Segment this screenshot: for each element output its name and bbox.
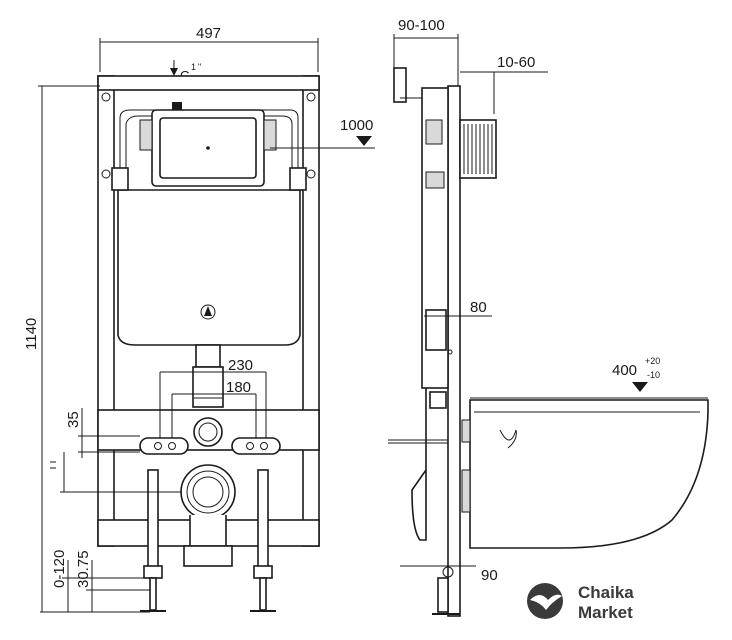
legs xyxy=(140,469,276,612)
foot-dimension: 90 xyxy=(400,565,498,615)
pipe-dimension: 80 xyxy=(424,299,492,317)
width-label: 497 xyxy=(196,25,221,42)
pipe-label: 80 xyxy=(470,299,487,316)
supply-label-inch: " xyxy=(198,62,201,72)
wall-label: 10-60 xyxy=(497,54,535,71)
depth-dimension: 90-100 xyxy=(393,17,459,90)
bowl-height-dimension: 400 +20 -10 xyxy=(470,356,708,399)
bolt-span-dimensions: 230 180 xyxy=(159,357,267,438)
side-frame xyxy=(388,67,461,617)
bolt-span-outer-label: 230 xyxy=(228,357,253,374)
bolt-span-inner-label: 180 xyxy=(226,379,251,396)
height-label: 1140 xyxy=(23,318,40,350)
flush-pipe xyxy=(192,344,224,408)
flush-plate-side xyxy=(459,119,497,179)
bottom-dimensions: 0-120 30.75 xyxy=(40,550,150,613)
front-view: 497 G 1 2 " xyxy=(23,25,375,613)
bowl-height-label: 400 xyxy=(612,362,637,379)
inlet-height-label: 1000 xyxy=(340,117,373,134)
height-dimension: 1140 xyxy=(23,85,100,612)
leg-adjust-label: 0-120 xyxy=(51,550,68,588)
width-dimension: 497 xyxy=(99,25,319,72)
inlet-height-dimension: 1000 xyxy=(270,117,375,149)
toilet-bowl xyxy=(461,399,709,549)
bolt-plate xyxy=(139,417,281,455)
gull-wing-shape xyxy=(530,594,562,610)
bowl-tol-plus: +20 xyxy=(645,356,660,366)
drain-outlet xyxy=(180,464,236,567)
offset-3075-label: 30.75 xyxy=(75,550,92,588)
depth-label: 90-100 xyxy=(398,17,445,34)
offset-35-label: 35 xyxy=(65,411,82,428)
side-view: 90-100 10-60 xyxy=(388,17,709,617)
brand-line2: Market xyxy=(578,603,633,622)
wall-dimension: 10-60 xyxy=(460,54,548,114)
offset-35-dimension: 35 xyxy=(50,408,182,493)
brand-logo: Chaika Market xyxy=(527,583,634,622)
supply-label-frac-top: 1 xyxy=(191,62,196,72)
foot-label: 90 xyxy=(481,567,498,584)
bowl-tol-minus: -10 xyxy=(647,370,660,380)
brand-line1: Chaika xyxy=(578,583,634,602)
cistern xyxy=(111,102,307,346)
